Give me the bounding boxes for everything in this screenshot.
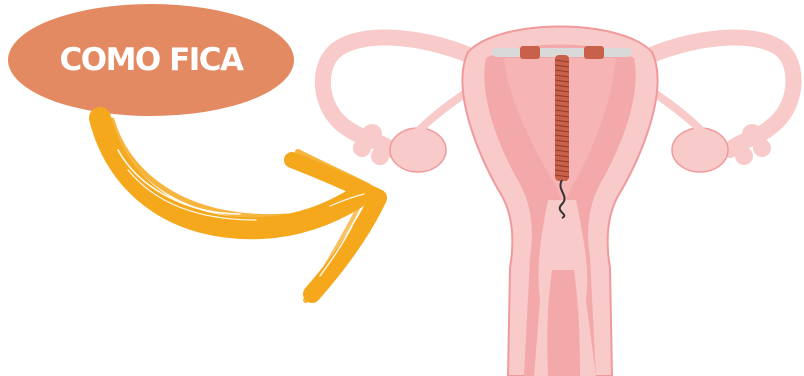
illustration-canvas: COMO FICA [0, 0, 804, 376]
uterus-with-iud-icon [0, 0, 804, 376]
